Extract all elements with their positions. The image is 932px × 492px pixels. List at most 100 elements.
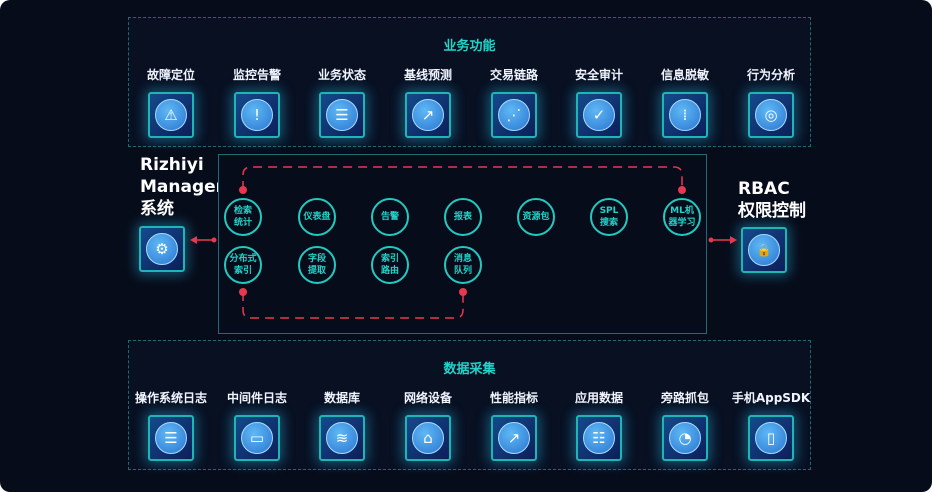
function-item[interactable]: 性能指标 ↗ <box>471 389 557 461</box>
title-line: RBAC <box>738 179 790 199</box>
presentation-chart-icon: ↗ <box>498 422 530 454</box>
link-dot <box>459 288 467 296</box>
left-arrow <box>190 236 217 244</box>
item-label: 基线预测 <box>403 68 452 82</box>
function-item[interactable]: 安全审计 ✓ <box>556 66 642 138</box>
gear-icon: ⚙ <box>146 233 178 265</box>
core-module-node[interactable]: 分布式 索引 <box>224 246 262 284</box>
icon-box: ⋰ <box>491 92 537 138</box>
shield-check-icon: ✓ <box>583 99 615 131</box>
function-item[interactable]: 故障定位 ⚠ <box>128 66 214 138</box>
title-line: 权限控制 <box>738 201 806 221</box>
item-label: 操作系统日志 <box>134 391 207 405</box>
item-label: 数据库 <box>323 391 360 405</box>
business-functions-section: 业务功能 故障定位 ⚠ 监控告警! 业务状态 ☰ 基线预测 ↗ 交易链路 ⋰ 安全审计 ✓ 信息脱敏 ⁞… <box>128 17 811 147</box>
monitor-alert-icon: ! <box>241 99 273 131</box>
router-icon: ⌂ <box>412 422 444 454</box>
icon-box: ⌂ <box>405 415 451 461</box>
item-label: 故障定位 <box>146 68 195 82</box>
title-line: 系统 <box>140 199 174 219</box>
capture-icon: ◔ <box>669 422 701 454</box>
rbac-node[interactable]: 🔒 <box>741 227 787 273</box>
title-line: Rizhiyi <box>140 155 204 175</box>
core-module-node[interactable]: 字段 提取 <box>298 246 336 284</box>
core-module-node[interactable]: 资源包 <box>517 198 555 236</box>
function-item[interactable]: 信息脱敏 ⁞ <box>642 66 728 138</box>
rizhiyi-manager-title: Rizhiyi Manager 系统 <box>140 154 224 220</box>
link-dot <box>678 186 686 194</box>
function-item[interactable]: 行为分析 ◎ <box>728 66 814 138</box>
checklist-icon: ☷ <box>583 422 615 454</box>
layers-icon: ≋ <box>326 422 358 454</box>
rizhiyi-manager-node[interactable]: ⚙ <box>139 226 185 272</box>
core-module-node[interactable]: 报表 <box>444 198 482 236</box>
log-list-icon: ☰ <box>155 422 187 454</box>
icon-box: ↗ <box>491 415 537 461</box>
core-module-node[interactable]: 消息 队列 <box>444 246 482 284</box>
item-label: 信息脱敏 <box>660 68 709 82</box>
function-item[interactable]: 网络设备 ⌂ <box>385 389 471 461</box>
icon-box: ◎ <box>748 92 794 138</box>
function-item[interactable]: 手机AppSDK ▯ <box>728 389 814 461</box>
user-search-icon: ◎ <box>755 99 787 131</box>
icon-box: ☰ <box>319 92 365 138</box>
function-item[interactable]: 交易链路 ⋰ <box>471 66 557 138</box>
function-item[interactable]: 数据库 ≋ <box>299 389 385 461</box>
chart-trend-icon: ↗ <box>412 99 444 131</box>
link-dot <box>239 288 247 296</box>
nodes-link-icon: ⋰ <box>498 99 530 131</box>
icon-box: ▭ <box>234 415 280 461</box>
function-item[interactable]: 监控告警! <box>214 66 300 138</box>
data-collection-section: 数据采集 操作系统日志 ☰ 中间件日志▭ 数据库 ≋ 网络设备 ⌂ 性能指标 ↗ 应用数据 ☷ 旁路抓… <box>128 340 811 470</box>
icon-box: ✓ <box>576 92 622 138</box>
lock-icon: 🔒 <box>748 234 780 266</box>
icon-box: ◔ <box>662 415 708 461</box>
right-arrow <box>708 236 737 244</box>
data-mask-icon: ⁞ <box>669 99 701 131</box>
function-item[interactable]: 业务状态 ☰ <box>299 66 385 138</box>
icon-box: ≋ <box>319 415 365 461</box>
core-module-node[interactable]: 告警 <box>371 198 409 236</box>
section-title: 业务功能 <box>443 39 496 54</box>
item-label: 安全审计 <box>574 68 623 82</box>
core-module-node[interactable]: 仪表盘 <box>298 198 336 236</box>
mobile-icon: ▯ <box>755 422 787 454</box>
icon-box: ⁞ <box>662 92 708 138</box>
item-label: 业务状态 <box>317 68 366 82</box>
icon-box: ⚠ <box>148 92 194 138</box>
core-module-node[interactable]: SPL 搜索 <box>590 198 628 236</box>
icon-box: ▯ <box>748 415 794 461</box>
core-module-node[interactable]: 索引 路由 <box>371 246 409 284</box>
bottom-dashed-link <box>242 292 464 319</box>
top-dashed-link <box>242 166 683 190</box>
function-item[interactable]: 应用数据 ☷ <box>556 389 642 461</box>
icon-box: ! <box>234 92 280 138</box>
function-item[interactable]: 基线预测 ↗ <box>385 66 471 138</box>
item-label: 旁路抓包 <box>660 391 709 405</box>
core-platform-box <box>218 154 707 334</box>
icon-box: ☷ <box>576 415 622 461</box>
link-dot <box>239 186 247 194</box>
item-label: 网络设备 <box>403 391 452 405</box>
monitor-icon: ▭ <box>241 422 273 454</box>
function-item[interactable]: 操作系统日志 ☰ <box>128 389 214 461</box>
icon-box: ☰ <box>148 415 194 461</box>
core-module-node[interactable]: 检索 统计 <box>224 198 262 236</box>
warning-icon: ⚠ <box>155 99 187 131</box>
item-label: 手机AppSDK <box>731 391 811 405</box>
core-module-node[interactable]: ML机 器学习 <box>663 198 701 236</box>
rbac-title: RBAC 权限控制 <box>738 178 806 222</box>
function-item[interactable]: 中间件日志▭ <box>214 389 300 461</box>
function-item[interactable]: 旁路抓包 ◔ <box>642 389 728 461</box>
item-label: 监控告警 <box>232 68 281 82</box>
icon-box: ↗ <box>405 92 451 138</box>
title-line: Manager <box>140 177 225 197</box>
item-label: 交易链路 <box>489 68 538 82</box>
clipboard-icon: ☰ <box>326 99 358 131</box>
item-label: 性能指标 <box>489 391 538 405</box>
item-label: 应用数据 <box>574 391 623 405</box>
section-title: 数据采集 <box>443 362 496 377</box>
item-label: 行为分析 <box>746 68 795 82</box>
